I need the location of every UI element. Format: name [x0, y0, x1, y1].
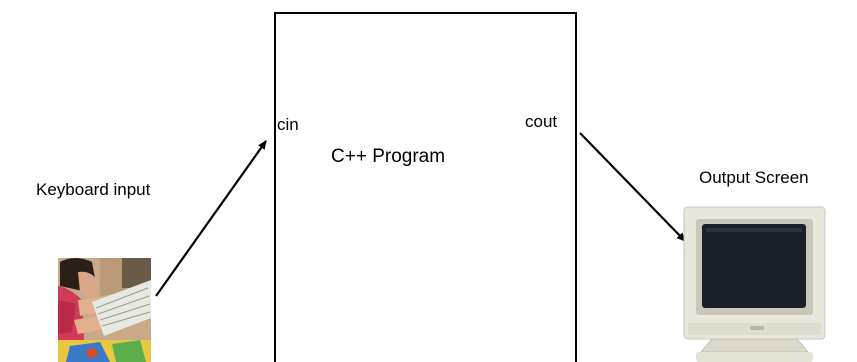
input-arrow	[155, 140, 267, 297]
program-label: C++ Program	[331, 146, 446, 167]
crt-monitor-icon	[683, 206, 826, 362]
keyboard-input-label: Keyboard input	[36, 180, 151, 199]
cin-label: cin	[277, 115, 299, 134]
output-arrow	[579, 132, 686, 242]
person-typing-photo-icon	[58, 258, 151, 362]
output-screen-label: Output Screen	[699, 168, 809, 187]
cout-label: cout	[525, 112, 558, 131]
cpp-program-box	[274, 12, 577, 362]
